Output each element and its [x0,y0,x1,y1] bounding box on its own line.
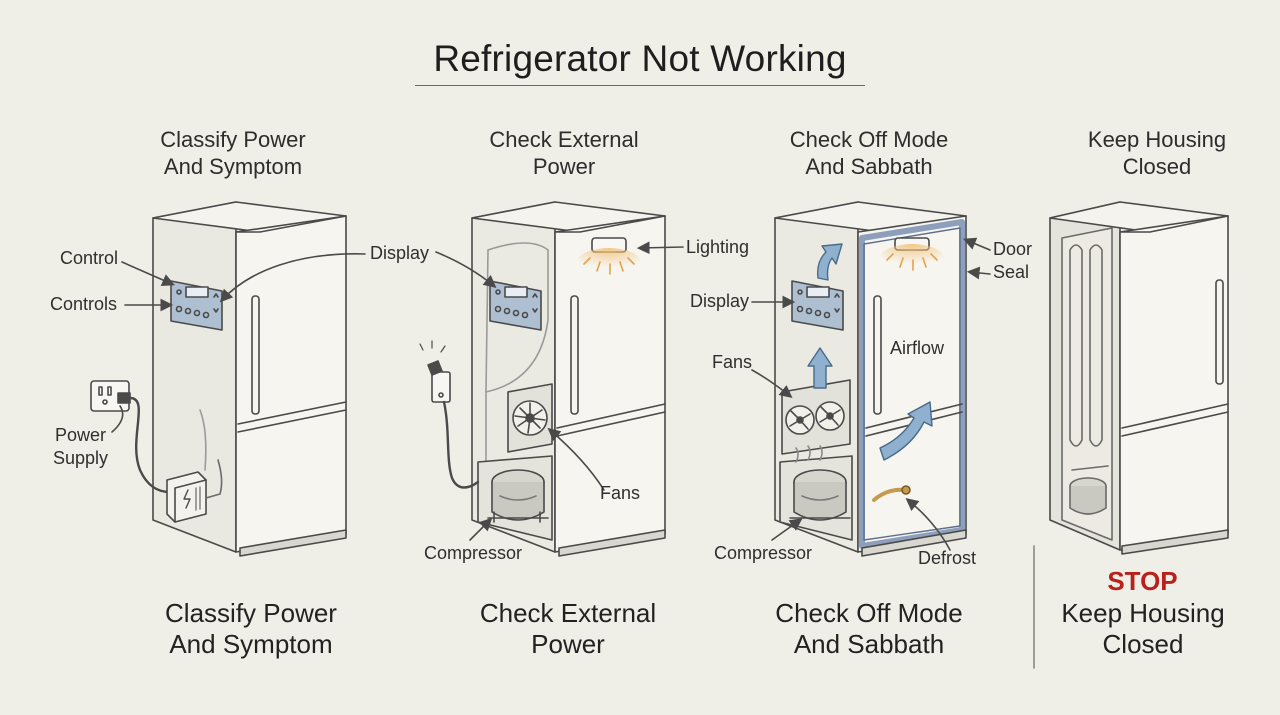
control-panel-3 [791,280,844,331]
power-supply-box [166,471,207,523]
wall-outlet-1 [90,380,131,412]
step-3-caption: Check Off Mode And Sabbath [775,598,963,659]
label-display-1: Display [370,243,430,263]
step-4-heading: Keep Housing Closed [1087,127,1227,179]
label-fans-3: Fans [712,352,753,372]
step-2-caption: Check External Power [479,598,657,659]
step-2-heading: Check External Power [489,127,639,179]
label-airflow: Airflow [890,338,945,358]
internal-coils [1061,227,1113,541]
step-4-caption: Keep Housing Closed [1061,598,1225,659]
step-1-caption: Classify Power And Symptom [165,598,337,659]
control-panel-2 [489,280,542,331]
step-3-heading: Check Off Mode And Sabbath [789,127,949,179]
compressor-3 [779,445,853,541]
fridge-1 [90,201,347,557]
label-controls: Controls [50,294,118,314]
label-fans-2: Fans [600,483,641,503]
unplugged-plug [419,340,451,403]
label-compressor-2: Compressor [424,543,523,563]
fridge-3 [774,201,967,557]
label-lighting: Lighting [686,237,750,257]
fan-unit-3 [781,379,851,455]
label-display-3: Display [690,291,750,311]
label-defrost: Defrost [918,548,977,568]
diagram-title: Refrigerator Not Working [433,38,847,79]
fan-unit-2 [507,383,553,453]
fridge-4 [1049,201,1229,555]
fridge-2 [419,201,666,557]
label-door-seal: Door Seal [993,239,1033,282]
airflow-arrows [807,243,933,461]
defrost-heater [872,485,911,502]
label-power-supply: Power Supply [53,425,109,468]
label-control: Control [60,248,119,268]
stop-warning: STOP [1107,566,1178,596]
step-1-heading: Classify Power And Symptom [160,127,306,179]
label-compressor-3: Compressor [714,543,813,563]
compressor-2 [477,455,553,541]
title-underline [415,85,865,86]
